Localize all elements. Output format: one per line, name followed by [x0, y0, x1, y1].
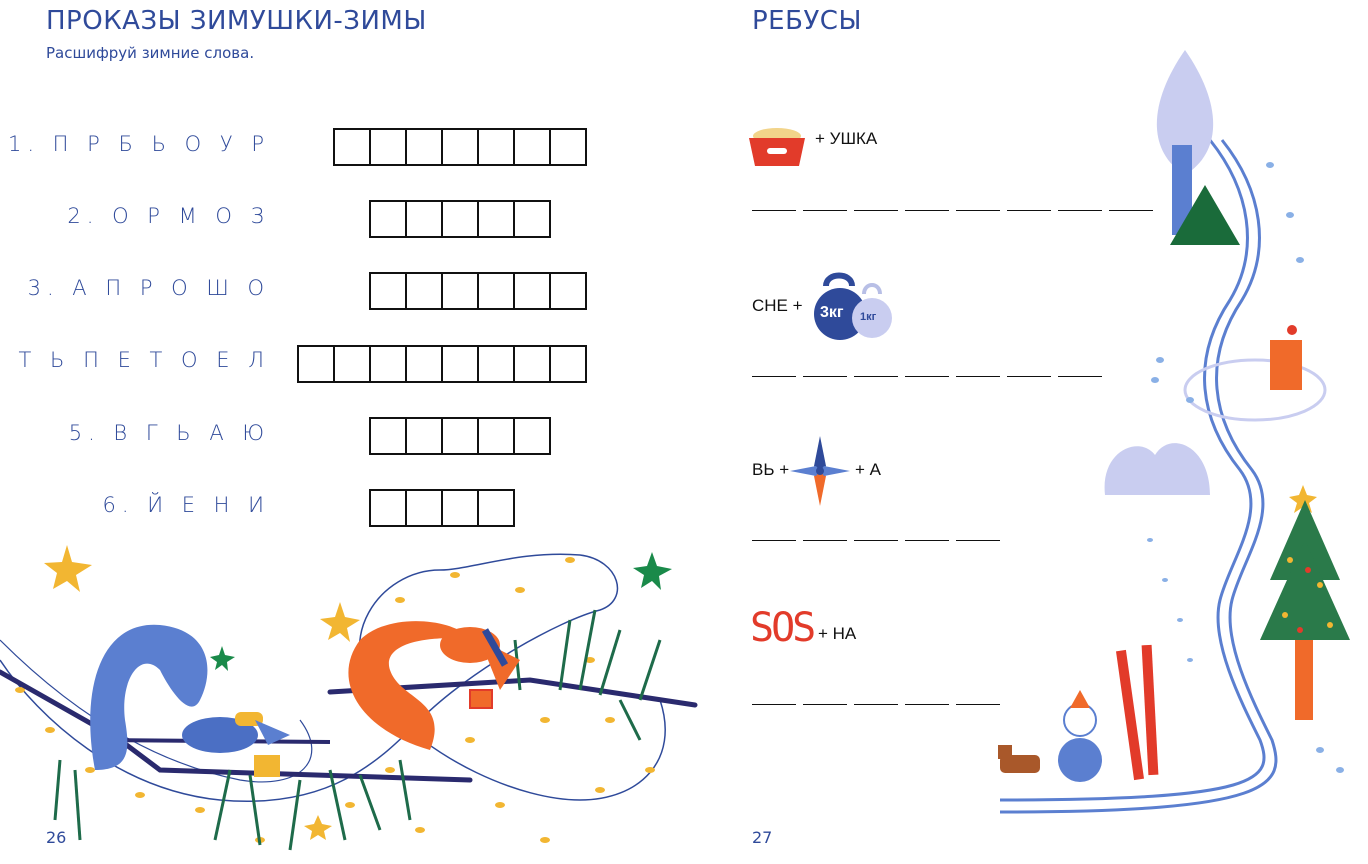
orange-squirrel-tail: [348, 621, 470, 750]
scrambled-word-4: 4. Т Ь П Е Т О Е Л: [0, 348, 270, 372]
answer-blank[interactable]: [905, 540, 949, 541]
page-number-left: 26: [46, 828, 67, 847]
star-icon: [320, 602, 360, 642]
answer-boxes-2[interactable]: [369, 200, 551, 238]
answer-blank[interactable]: [956, 704, 1000, 705]
dog-bowl-icon: [749, 128, 805, 166]
left-page-title: ПРОКАЗЫ ЗИМУШКИ-ЗИМЫ: [46, 6, 427, 36]
answer-boxes-5[interactable]: [369, 417, 551, 455]
rebus-3-before: ВЬ +: [752, 460, 790, 479]
letter-box[interactable]: [333, 345, 371, 383]
rebus-3-after: + А: [855, 460, 881, 479]
letter-box[interactable]: [513, 200, 551, 238]
letter-box[interactable]: [405, 489, 443, 527]
left-page-subtitle: Расшифруй зимние слова.: [46, 44, 255, 62]
letter-box[interactable]: [369, 345, 407, 383]
answer-boxes-4[interactable]: [297, 345, 587, 383]
answer-blank[interactable]: [854, 540, 898, 541]
scrambled-word-5: 5. В Г Ь А Ю: [68, 421, 270, 445]
answer-blank[interactable]: [1058, 210, 1102, 211]
letter-box[interactable]: [513, 345, 551, 383]
letter-box[interactable]: [513, 128, 551, 166]
rebus-2-answer-blanks[interactable]: [752, 376, 1102, 377]
answer-blank[interactable]: [1007, 376, 1051, 377]
tree-star-icon: [1289, 485, 1317, 513]
scrambled-word-6: 6. Й Е Н И: [102, 493, 270, 517]
answer-blank[interactable]: [1058, 376, 1102, 377]
star-icon: [44, 545, 92, 592]
compass-rose-icon: [790, 436, 850, 506]
star-icon: [210, 646, 235, 671]
star-icon: [633, 552, 672, 590]
blue-squirrel-tail: [90, 624, 208, 770]
letter-box[interactable]: [441, 200, 479, 238]
letter-box[interactable]: [513, 417, 551, 455]
scrambled-word-2: 2. О Р М О З: [67, 204, 270, 228]
answer-blank[interactable]: [1007, 210, 1051, 211]
letter-box[interactable]: [477, 489, 515, 527]
letter-box[interactable]: [369, 489, 407, 527]
star-icon: [304, 815, 332, 840]
answer-blank[interactable]: [854, 704, 898, 705]
letter-box[interactable]: [405, 200, 443, 238]
answer-blank[interactable]: [956, 540, 1000, 541]
scrambled-word-3: 3. А П Р О Ш О: [27, 276, 270, 300]
weights-icon: 3кг 1кг: [804, 268, 896, 348]
weight-small-label: 1кг: [860, 311, 877, 323]
answer-blank[interactable]: [803, 376, 847, 377]
answer-boxes-1[interactable]: [333, 128, 587, 166]
letter-box[interactable]: [549, 345, 587, 383]
scrambled-word-1: 1. П Р Б Ь О У Р: [7, 132, 270, 156]
page-number-right: 27: [752, 828, 773, 847]
answer-blank[interactable]: [1109, 210, 1153, 211]
rebus-1-answer-blanks[interactable]: [752, 210, 1153, 211]
letter-box[interactable]: [405, 128, 443, 166]
letter-box[interactable]: [477, 272, 515, 310]
answer-blank[interactable]: [803, 210, 847, 211]
letter-box[interactable]: [405, 272, 443, 310]
letter-box[interactable]: [549, 272, 587, 310]
squirrels-illustration: [0, 545, 698, 851]
winter-ski-track-illustration: [998, 50, 1350, 814]
answer-blank[interactable]: [752, 210, 796, 211]
answer-blank[interactable]: [752, 376, 796, 377]
answer-blank[interactable]: [752, 704, 796, 705]
sos-icon: SOS: [750, 605, 816, 651]
weight-big-label: 3кг: [820, 304, 844, 321]
letter-box[interactable]: [441, 417, 479, 455]
rebus-1-after: + УШКА: [815, 129, 878, 148]
rebus-4-after: + НА: [818, 624, 857, 643]
letter-box[interactable]: [441, 345, 479, 383]
letter-box[interactable]: [369, 417, 407, 455]
answer-blank[interactable]: [854, 210, 898, 211]
rebus-2-before: СНЕ +: [752, 296, 803, 315]
answer-blank[interactable]: [956, 210, 1000, 211]
answer-boxes-3[interactable]: [369, 272, 587, 310]
answer-blank[interactable]: [905, 376, 949, 377]
answer-boxes-6[interactable]: [369, 489, 515, 527]
answer-blank[interactable]: [956, 376, 1000, 377]
answer-blank[interactable]: [905, 210, 949, 211]
letter-box[interactable]: [405, 345, 443, 383]
rebus-3-answer-blanks[interactable]: [752, 540, 1000, 541]
rebus-4-answer-blanks[interactable]: [752, 704, 1000, 705]
answer-blank[interactable]: [854, 376, 898, 377]
right-page-title: РЕБУСЫ: [752, 6, 862, 36]
letter-box[interactable]: [549, 128, 587, 166]
letter-box[interactable]: [369, 128, 407, 166]
answer-blank[interactable]: [803, 704, 847, 705]
answer-blank[interactable]: [752, 540, 796, 541]
answer-blank[interactable]: [905, 704, 949, 705]
answer-blank[interactable]: [803, 540, 847, 541]
